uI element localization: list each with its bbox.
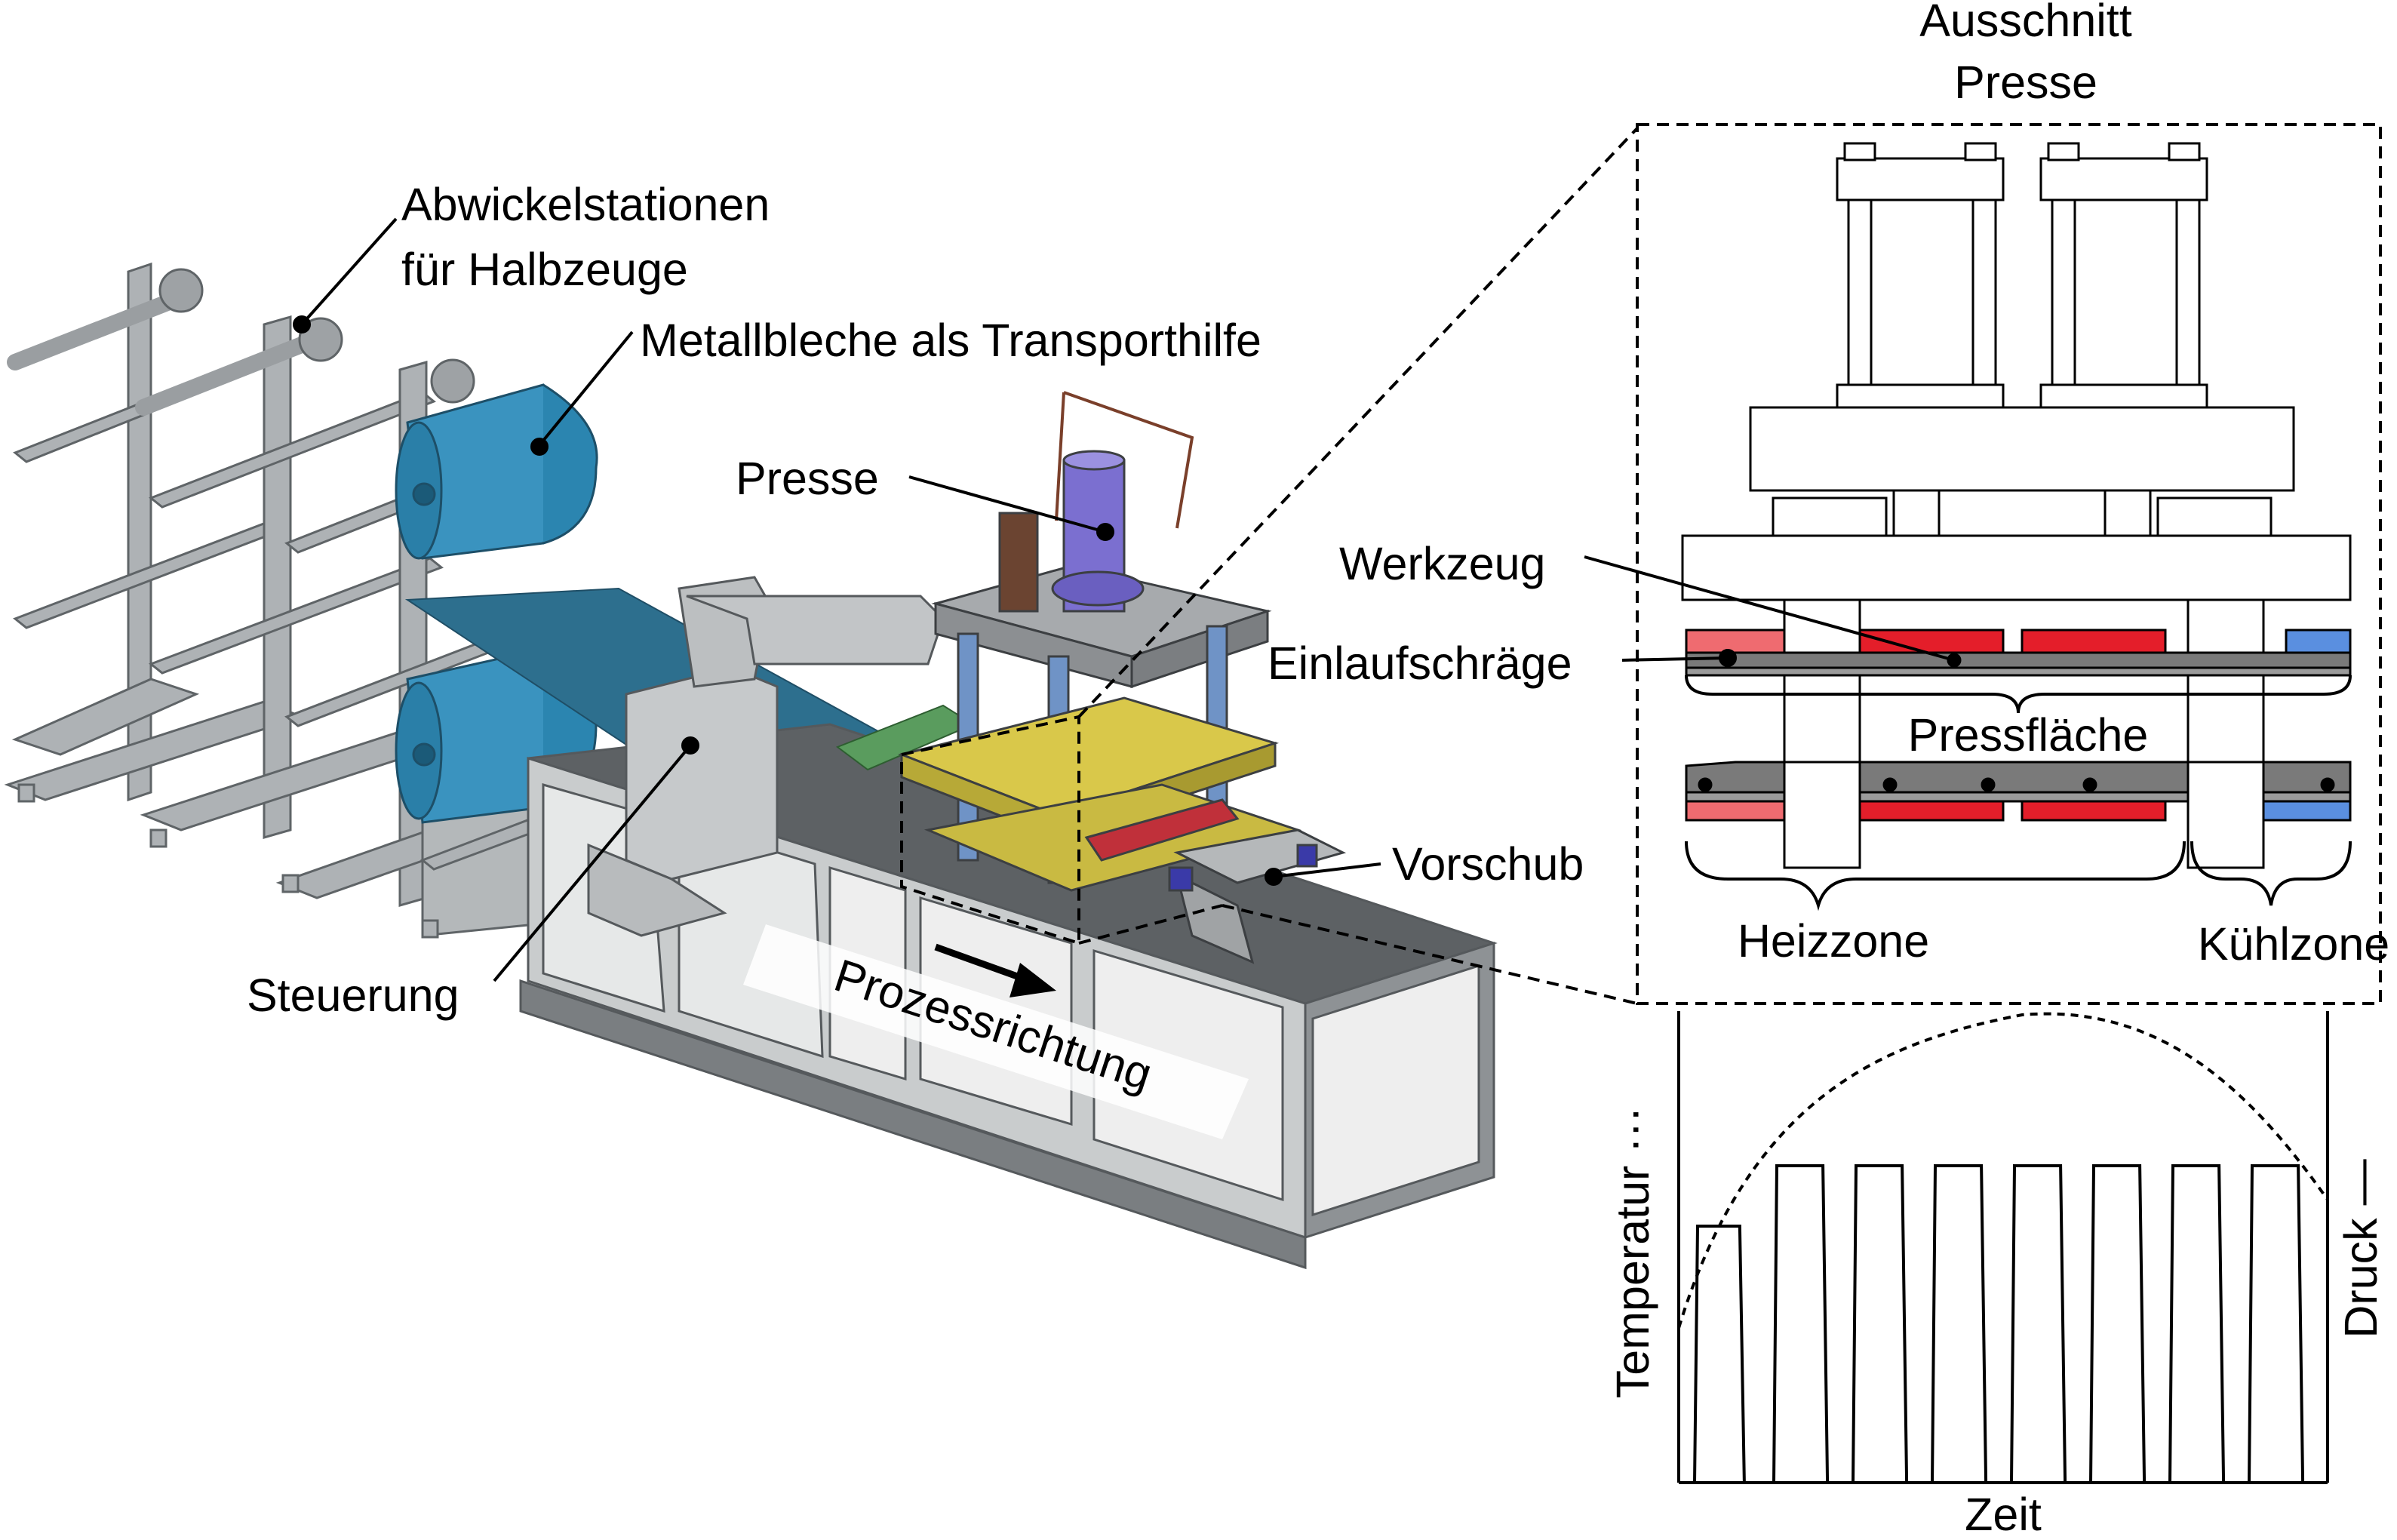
temperature-curve [1677, 1012, 2329, 1329]
temperature-axis-label: Temperatur ··· [1607, 1107, 1658, 1398]
tool-label: Werkzeug [1339, 538, 1546, 589]
pressure-curve [1693, 1164, 2305, 1483]
control-unit [587, 576, 945, 937]
process-direction-arrow [934, 943, 1031, 985]
pressure-pulse [2248, 1164, 2305, 1483]
press-label: Presse [736, 453, 879, 504]
zoom-connector [1077, 127, 1639, 1005]
process-chart: Temperatur ··· Druck — Zeit [1607, 1011, 2386, 1540]
pressure-pulse [2168, 1164, 2226, 1483]
heating-zone-label: Heizzone [1738, 915, 1929, 967]
metal-sheets-label: Metallbleche als Transporthilfe [640, 315, 1261, 366]
machine-illustration: Prozessrichtung Abwickelstationen für Ha… [4, 179, 1584, 1270]
control-unit-label: Steuerung [247, 970, 459, 1021]
pressure-pulse [1931, 1164, 1988, 1483]
inlet-chamfer-label: Einlaufschräge [1268, 638, 1572, 689]
pressure-pulse [1852, 1164, 1909, 1483]
pressure-pulse [2010, 1164, 2067, 1483]
press-surface-label: Pressfläche [1908, 709, 2149, 761]
press-detail-view: Ausschnitt Presse [1268, 0, 2389, 1005]
unwinding-stations-label-2: für Halbzeuge [401, 244, 688, 295]
lower-tool [1685, 761, 2352, 869]
detail-title-1: Ausschnitt [1919, 0, 2131, 46]
pressure-pulse [1693, 1225, 1746, 1483]
detail-callouts [1584, 555, 1955, 667]
pressure-axis-label: Druck — [2335, 1159, 2386, 1338]
callout-lines [293, 217, 1381, 982]
pressure-pulse [2089, 1164, 2147, 1483]
press-3d [898, 391, 1347, 964]
detail-title-2: Presse [1954, 57, 2097, 108]
time-axis-label: Zeit [1965, 1489, 2042, 1540]
pressure-pulse [1772, 1164, 1830, 1483]
cooling-zone-label: Kühlzone [2198, 918, 2389, 970]
detail-frame [1636, 123, 2382, 1005]
zone-braces [1685, 675, 2352, 911]
press-detail-frame [900, 715, 1223, 945]
unwinding-stations-label-1: Abwickelstationen [401, 179, 770, 230]
feed-label: Vorschub [1392, 838, 1584, 890]
